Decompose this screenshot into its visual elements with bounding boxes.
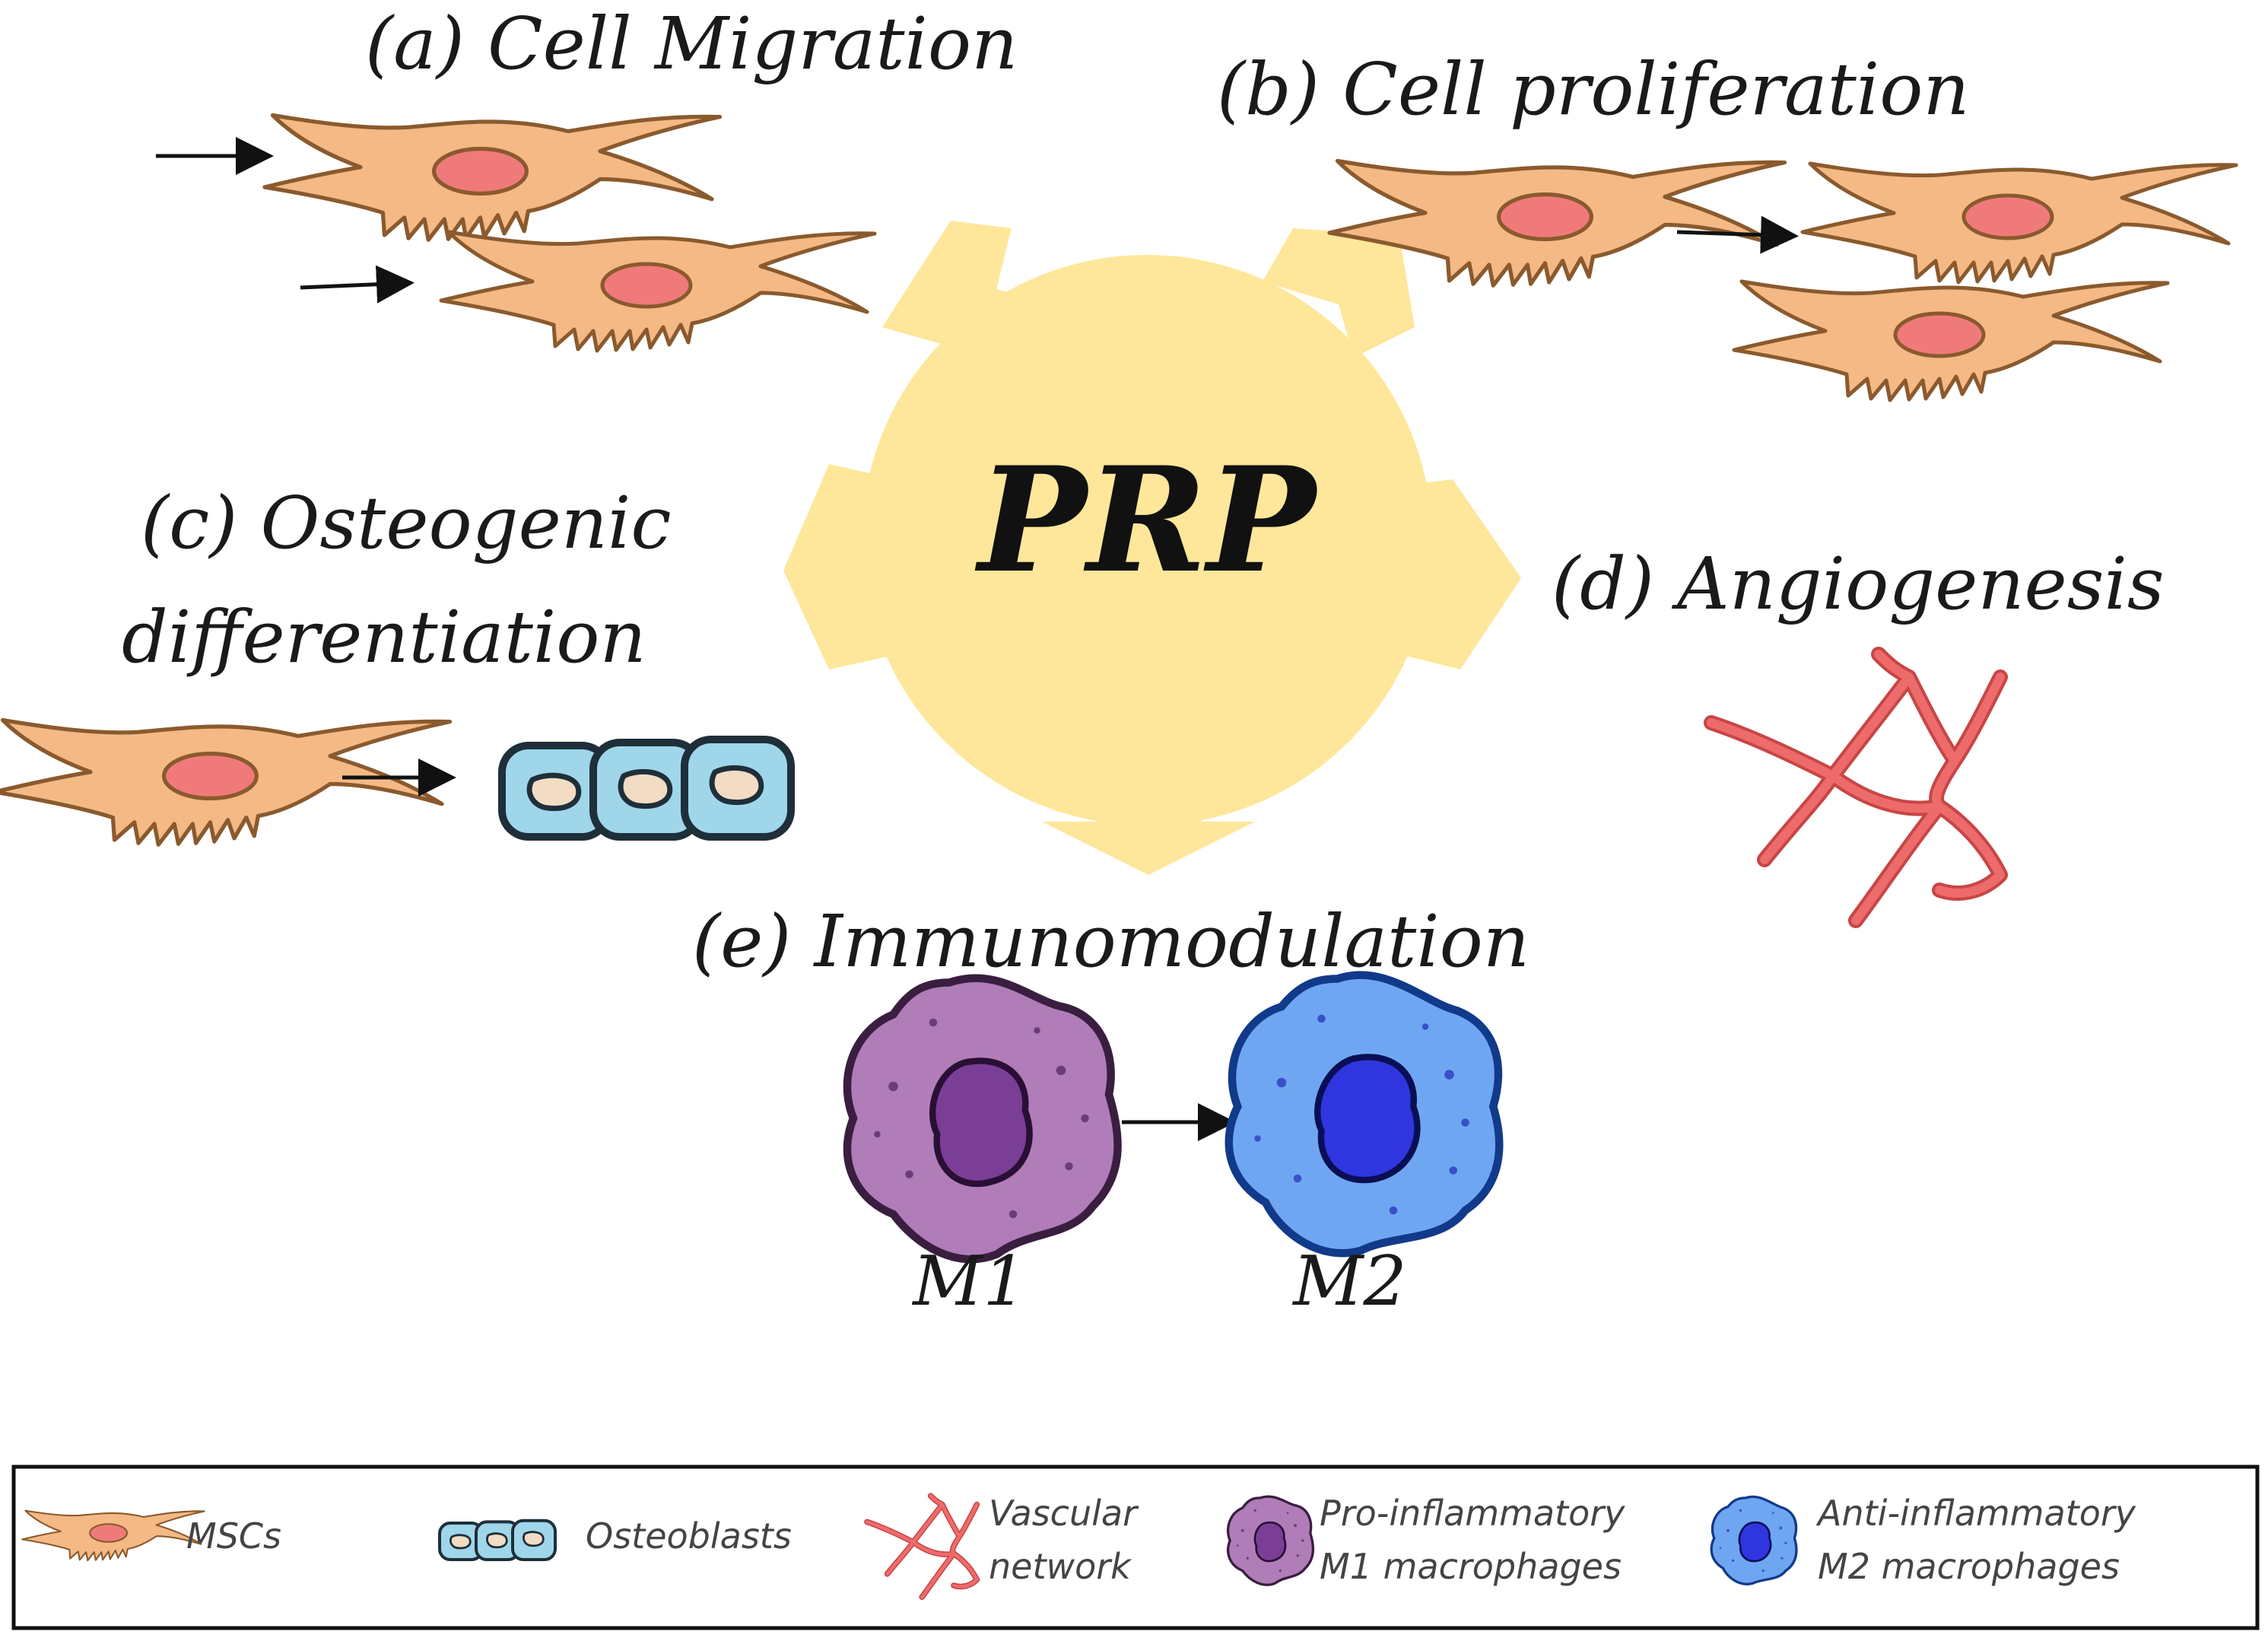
msc-cell-icon [441, 232, 875, 351]
msc-cell-icon [1803, 164, 2236, 282]
immunomodulation-label: (e) Immunomodulation [692, 900, 1529, 984]
immunomodulation: (e) Immunomodulation M1 M2 [692, 900, 1529, 1321]
legend-box [11, 1464, 2260, 1630]
m2-macrophage-icon [1229, 975, 1499, 1254]
cell-proliferation-label: (b) Cell proliferation [1217, 48, 1970, 132]
angiogenesis-label: (d) Angiogenesis [1552, 542, 2165, 626]
osteogenic-differentiation: (c) Osteogenic differentiation [0, 482, 791, 844]
arrow-right-icon [300, 265, 415, 304]
arrow-to-proliferation [1263, 228, 1415, 358]
legend-anti-line2: M2 macrophages [1818, 1546, 2120, 1587]
msc-cell-icon [1734, 281, 2168, 400]
legend-vascular-line2: network [989, 1546, 1132, 1587]
osteogenic-label-line2: differentiation [122, 596, 646, 679]
cell-migration: (a) Cell Migration [156, 2, 1018, 351]
prp-circle [862, 255, 1432, 825]
vascular-network-icon [1711, 654, 2000, 921]
prp-label: PRP [974, 435, 1320, 605]
m2-label: M2 [1291, 1242, 1406, 1321]
legend: MSCs Osteoblasts Vascular network Pro-in… [11, 1464, 2260, 1630]
cell-migration-label: (a) Cell Migration [365, 2, 1018, 86]
legend-pro-line1: Pro-inflammatory [1320, 1493, 1625, 1534]
legend-anti-line1: Anti-inflammatory [1815, 1493, 2136, 1534]
legend-osteoblasts: Osteoblasts [586, 1515, 792, 1557]
angiogenesis: (d) Angiogenesis [1552, 542, 2165, 921]
osteoblast-chain-icon [502, 739, 791, 837]
m1-macrophage-icon [847, 978, 1118, 1259]
m1-label: M1 [911, 1242, 1026, 1321]
msc-cell-icon [265, 116, 720, 240]
m2-macrophage-icon [1710, 1495, 1798, 1585]
msc-cell-icon [0, 720, 450, 845]
arrow-right-icon [1676, 215, 1799, 254]
osteoblast-chain-icon [440, 1521, 555, 1560]
osteogenic-label-line1: (c) Osteogenic [141, 482, 672, 565]
legend-pro-line2: M1 macrophages [1320, 1546, 1622, 1587]
prp-hub: PRP [783, 221, 1521, 875]
legend-vascular-line1: Vascular [989, 1493, 1139, 1534]
cell-proliferation: (b) Cell proliferation [1217, 48, 2236, 400]
legend-mscs: MSCs [186, 1515, 281, 1557]
